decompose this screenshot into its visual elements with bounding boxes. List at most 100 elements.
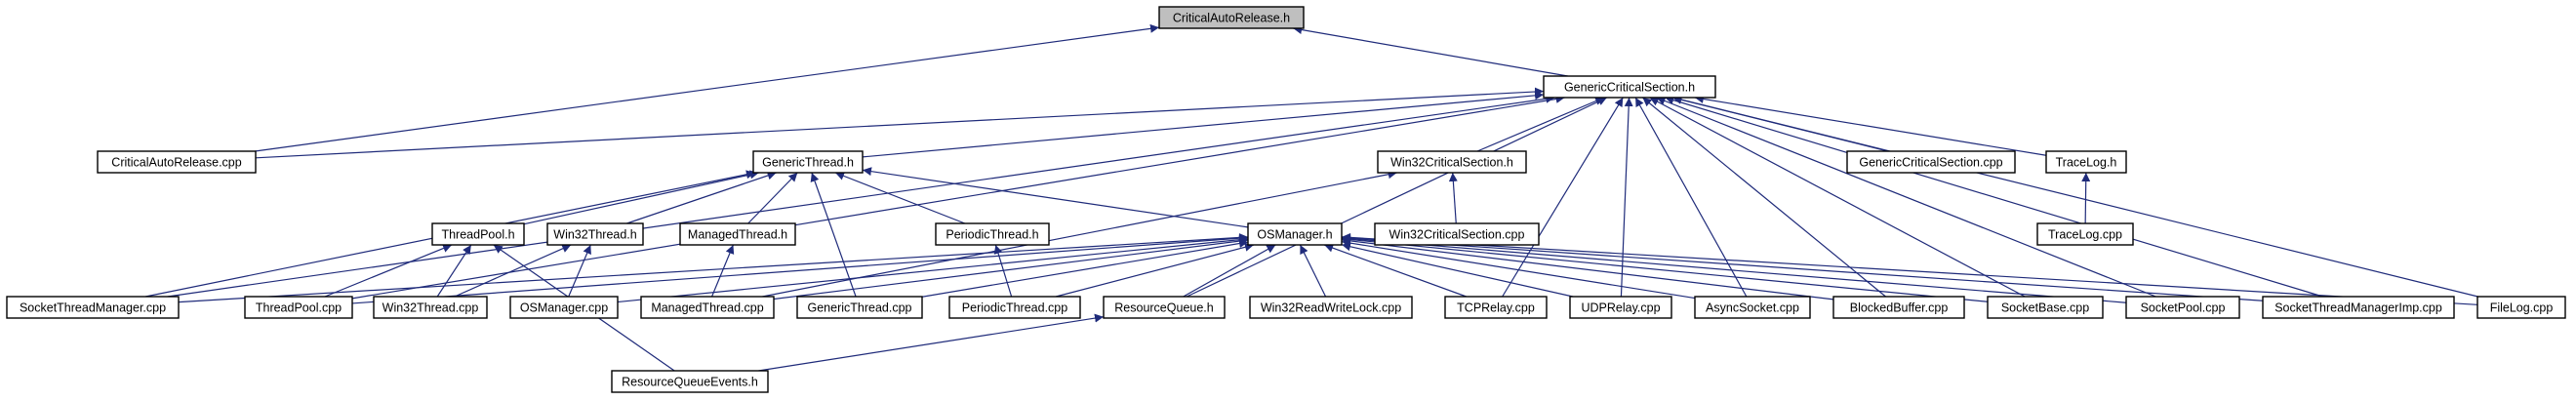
svg-text:GenericThread.cpp: GenericThread.cpp <box>807 301 911 315</box>
edge-thread-pool-cpp-to-generic-critical-section-h <box>351 95 1565 300</box>
edge-udp-relay-cpp-to-os-manager-h <box>1341 242 1574 298</box>
node-win32-critical-section-cpp[interactable]: Win32CriticalSection.cpp <box>1374 222 1540 246</box>
node-resource-queue-h[interactable]: ResourceQueue.h <box>1103 296 1226 319</box>
dependency-edges <box>144 23 2478 372</box>
node-tcp-relay-cpp[interactable]: TCPRelay.cpp <box>1444 296 1548 319</box>
edge-win32-critical-section-h-to-generic-critical-section-h <box>1476 97 1605 152</box>
edge-generic-thread-cpp-to-generic-thread-h <box>810 172 857 298</box>
svg-text:SocketPool.cpp: SocketPool.cpp <box>2141 301 2226 315</box>
svg-text:UDPRelay.cpp: UDPRelay.cpp <box>1581 301 1660 315</box>
svg-text:SocketThreadManagerImp.cpp: SocketThreadManagerImp.cpp <box>2274 301 2442 315</box>
edge-periodic-thread-h-to-generic-thread-h <box>834 172 966 224</box>
edge-generic-thread-cpp-to-os-manager-h <box>921 239 1249 298</box>
node-udp-relay-cpp[interactable]: UDPRelay.cpp <box>1569 296 1672 319</box>
node-thread-pool-cpp[interactable]: ThreadPool.cpp <box>244 296 353 319</box>
edge-managed-thread-h-to-generic-thread-h <box>747 172 798 224</box>
node-async-socket-cpp[interactable]: AsyncSocket.cpp <box>1694 296 1811 319</box>
svg-text:Win32Thread.h: Win32Thread.h <box>553 228 637 242</box>
edge-periodic-thread-cpp-to-os-manager-h <box>1055 242 1255 298</box>
svg-text:TraceLog.h: TraceLog.h <box>2056 156 2117 170</box>
edge-blocked-buffer-cpp-to-os-manager-h <box>1341 236 1834 301</box>
svg-text:OSManager.cpp: OSManager.cpp <box>520 301 608 315</box>
node-generic-critical-section-cpp[interactable]: GenericCriticalSection.cpp <box>1846 150 2016 174</box>
edge-socket-base-cpp-to-generic-critical-section-h <box>1649 97 2026 298</box>
node-socket-pool-cpp[interactable]: SocketPool.cpp <box>2125 296 2240 319</box>
edge-resource-queue-events-h-to-resource-queue-h <box>758 313 1105 372</box>
svg-text:SocketThreadManager.cpp: SocketThreadManager.cpp <box>20 301 166 315</box>
node-os-manager-h[interactable]: OSManager.h <box>1247 222 1343 246</box>
svg-text:CriticalAutoRelease.h: CriticalAutoRelease.h <box>1173 12 1290 25</box>
node-socket-thread-manager-cpp[interactable]: SocketThreadManager.cpp <box>6 296 180 319</box>
edge-critical-auto-release-cpp-to-critical-auto-release-h <box>255 23 1160 152</box>
node-managed-thread-h[interactable]: ManagedThread.h <box>679 222 796 246</box>
edge-socket-pool-cpp-to-generic-critical-section-h <box>1656 97 2156 298</box>
svg-text:TCPRelay.cpp: TCPRelay.cpp <box>1457 301 1535 315</box>
edge-win32-thread-h-to-generic-thread-h <box>626 171 777 224</box>
svg-text:ManagedThread.h: ManagedThread.h <box>688 228 787 242</box>
edge-thread-pool-h-to-generic-thread-h <box>523 170 759 225</box>
edge-socket-thread-manager-imp-cpp-to-os-manager-h <box>1341 233 2264 301</box>
edge-managed-thread-cpp-to-managed-thread-h <box>710 244 735 298</box>
node-file-log-cpp[interactable]: FileLog.cpp <box>2476 296 2566 319</box>
svg-text:SocketBase.cpp: SocketBase.cpp <box>2001 301 2089 315</box>
node-managed-thread-cpp[interactable]: ManagedThread.cpp <box>640 296 775 319</box>
svg-text:AsyncSocket.cpp: AsyncSocket.cpp <box>1706 301 1799 315</box>
edge-socket-pool-cpp-to-os-manager-h <box>1341 234 2127 303</box>
edge-trace-log-cpp-to-trace-log-h <box>2081 172 2091 224</box>
edge-generic-critical-section-h-to-critical-auto-release-h <box>1293 25 1568 77</box>
svg-text:ManagedThread.cpp: ManagedThread.cpp <box>651 301 763 315</box>
svg-text:PeriodicThread.h: PeriodicThread.h <box>946 228 1038 242</box>
edge-trace-log-h-to-generic-critical-section-h <box>1694 95 2047 156</box>
svg-text:GenericThread.h: GenericThread.h <box>762 156 854 170</box>
node-generic-critical-section-h[interactable]: GenericCriticalSection.h <box>1543 75 1716 99</box>
edge-resource-queue-h-to-generic-critical-section-h <box>1186 97 1608 298</box>
edge-generic-thread-h-to-generic-critical-section-h <box>862 91 1545 158</box>
node-win32-thread-cpp[interactable]: Win32Thread.cpp <box>373 296 488 319</box>
svg-text:ThreadPool.cpp: ThreadPool.cpp <box>256 301 342 315</box>
node-os-manager-cpp[interactable]: OSManager.cpp <box>509 296 619 319</box>
edge-socket-thread-manager-cpp-to-os-manager-h <box>178 232 1249 303</box>
edge-win32-thread-cpp-to-thread-pool-h <box>436 244 472 298</box>
edge-os-manager-cpp-to-os-manager-h <box>617 235 1249 303</box>
svg-text:GenericCriticalSection.cpp: GenericCriticalSection.cpp <box>1859 156 2002 170</box>
svg-text:TraceLog.cpp: TraceLog.cpp <box>2048 228 2122 242</box>
edge-socket-thread-manager-cpp-to-generic-critical-section-h <box>167 94 1555 298</box>
svg-text:ResourceQueueEvents.h: ResourceQueueEvents.h <box>622 376 758 389</box>
node-generic-thread-h[interactable]: GenericThread.h <box>752 150 864 174</box>
svg-text:Win32ReadWriteLock.cpp: Win32ReadWriteLock.cpp <box>1261 301 1401 315</box>
node-periodic-thread-h[interactable]: PeriodicThread.h <box>935 222 1050 246</box>
edge-os-manager-cpp-to-win32-thread-h <box>568 244 591 298</box>
svg-text:GenericCriticalSection.h: GenericCriticalSection.h <box>1564 81 1695 95</box>
node-thread-pool-h[interactable]: ThreadPool.h <box>431 222 525 246</box>
node-win32-read-write-lock-cpp[interactable]: Win32ReadWriteLock.cpp <box>1249 296 1413 319</box>
edge-file-log-cpp-to-generic-critical-section-h <box>1672 95 2478 298</box>
node-trace-log-h[interactable]: TraceLog.h <box>2045 150 2127 174</box>
edge-critical-auto-release-cpp-to-generic-critical-section-h <box>255 87 1545 159</box>
file-nodes: CriticalAutoRelease.h GenericCriticalSec… <box>6 6 2566 393</box>
edge-udp-relay-cpp-to-generic-critical-section-h <box>1620 97 1633 298</box>
node-periodic-thread-cpp[interactable]: PeriodicThread.cpp <box>948 296 1081 319</box>
edge-win32-read-write-lock-cpp-to-os-manager-h <box>1299 244 1327 298</box>
node-socket-thread-manager-imp-cpp[interactable]: SocketThreadManagerImp.cpp <box>2262 296 2455 319</box>
edge-win32-thread-cpp-to-win32-thread-h <box>454 244 572 298</box>
edge-tcp-relay-cpp-to-os-manager-h <box>1324 243 1467 298</box>
node-blocked-buffer-cpp[interactable]: BlockedBuffer.cpp <box>1832 296 1965 319</box>
node-critical-auto-release-h[interactable]: CriticalAutoRelease.h <box>1158 6 1305 29</box>
node-resource-queue-events-h[interactable]: ResourceQueueEvents.h <box>611 370 769 393</box>
node-win32-thread-h[interactable]: Win32Thread.h <box>546 222 644 246</box>
svg-text:CriticalAutoRelease.cpp: CriticalAutoRelease.cpp <box>111 156 241 170</box>
edge-managed-thread-cpp-to-win32-critical-section-h <box>762 170 1397 298</box>
edge-managed-thread-cpp-to-os-manager-h <box>773 236 1249 301</box>
edge-thread-pool-cpp-to-os-manager-h <box>351 233 1249 304</box>
svg-text:OSManager.h: OSManager.h <box>1257 228 1332 242</box>
node-critical-auto-release-cpp[interactable]: CriticalAutoRelease.cpp <box>97 150 257 174</box>
svg-text:Win32Thread.cpp: Win32Thread.cpp <box>382 301 479 315</box>
node-socket-base-cpp[interactable]: SocketBase.cpp <box>1987 296 2104 319</box>
edge-resource-queue-h-to-os-manager-h <box>1183 244 1276 298</box>
edge-win32-critical-section-cpp-to-win32-critical-section-h <box>1448 172 1458 224</box>
edge-async-socket-cpp-to-os-manager-h <box>1341 238 1696 300</box>
node-trace-log-cpp[interactable]: TraceLog.cpp <box>2036 222 2134 246</box>
node-win32-critical-section-h[interactable]: Win32CriticalSection.h <box>1377 150 1527 174</box>
node-generic-thread-cpp[interactable]: GenericThread.cpp <box>796 296 923 319</box>
